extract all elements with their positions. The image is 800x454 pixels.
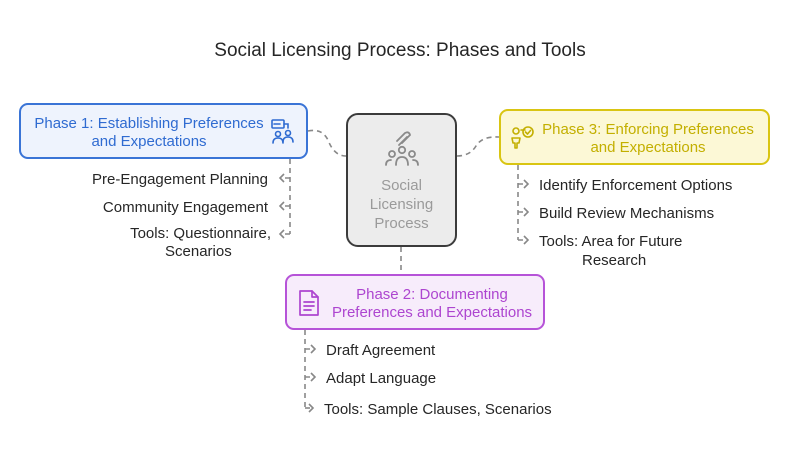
phase3-item: Identify Enforcement Options	[539, 177, 733, 194]
arrowhead	[278, 229, 285, 239]
phase1-box: Phase 1: Establishing Preferences and Ex…	[19, 103, 308, 159]
arrowhead	[278, 173, 285, 183]
phase3-item: Build Review Mechanisms	[539, 205, 715, 222]
connected-people-icon	[385, 131, 419, 166]
center-label: Social Licensing Process	[369, 177, 434, 232]
phase2-item: Draft Agreement	[326, 342, 436, 359]
phase3-box: Phase 3: Enforcing Preferences and Expec…	[499, 109, 770, 165]
connector-phase1-center	[307, 129, 347, 157]
arrowhead	[278, 201, 285, 211]
diagram-title: Social Licensing Process: Phases and Too…	[214, 40, 586, 61]
phase1-title: Phase 1: Establishing Preferences and Ex…	[34, 115, 264, 150]
arrowhead	[310, 372, 317, 382]
phase2-item: Tools: Sample Clauses, Scenarios	[324, 401, 552, 418]
connector-center-phase3	[456, 136, 500, 157]
phase2-title: Phase 2: Documenting Preferences and Exp…	[331, 286, 533, 321]
phase1-item: Pre-Engagement Planning	[92, 171, 268, 188]
phase3-title: Phase 3: Enforcing Preferences and Expec…	[542, 121, 754, 156]
phase1-item: Community Engagement	[102, 199, 268, 216]
phase2-item: Adapt Language	[326, 370, 437, 387]
arrowhead	[308, 403, 315, 413]
center-node: Social Licensing Process	[346, 113, 457, 247]
arrowhead	[523, 179, 530, 189]
phase3-item-continued: Research	[582, 252, 647, 269]
team-planning-icon	[271, 119, 294, 144]
person-check-icon	[511, 126, 534, 149]
phase1-item: Tools: Questionnaire,	[130, 225, 271, 242]
document-icon	[299, 290, 319, 316]
arrowhead	[310, 344, 317, 354]
arrowhead	[523, 235, 530, 245]
arrowhead	[523, 207, 530, 217]
phase3-item: Tools: Area for Future	[539, 233, 683, 250]
phase2-box: Phase 2: Documenting Preferences and Exp…	[285, 274, 545, 330]
phase1-item-continued: Scenarios	[165, 243, 232, 260]
